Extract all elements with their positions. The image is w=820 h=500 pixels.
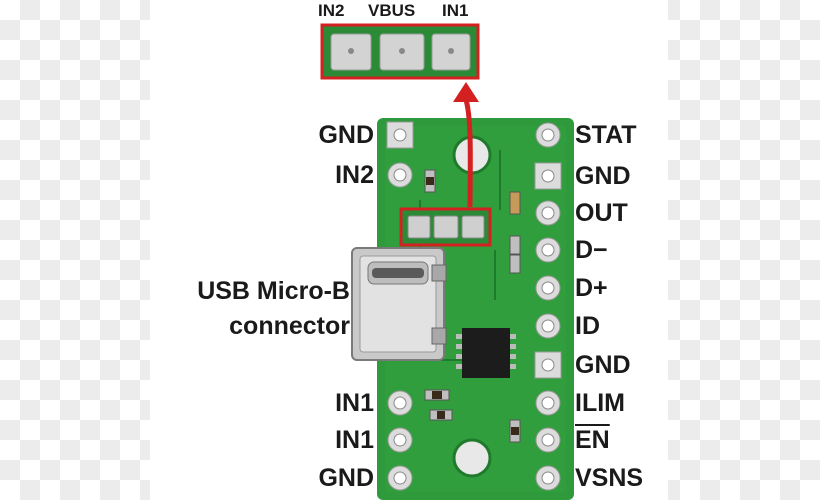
right-pin-label-vsns: VSNS [575,464,644,492]
jumper-label-in2: IN2 [318,1,345,20]
left-pin-label-in1-a: IN1 [335,389,374,417]
left-pin-label-gnd-top: GND [318,121,374,149]
left-pin-label-in1-b: IN1 [335,426,374,454]
connector-label-line1: USB Micro-B [197,277,350,305]
smd-components [424,169,521,443]
jumper-highlight-box [399,207,492,247]
right-pin-label-d-plus: D+ [575,274,608,302]
right-pin-label-id: ID [575,312,600,340]
right-pin-label-gnd-b: GND [575,351,631,379]
right-pin-label-en: EN [575,426,610,454]
jumper-zoom-box [320,23,480,80]
left-pin-pads [386,121,414,491]
right-pin-label-stat: STAT [575,121,637,149]
right-pin-label-gnd-a: GND [575,162,631,190]
right-pin-label-d-minus: D− [575,236,608,264]
jumper-label-in1: IN1 [442,1,469,20]
right-pin-pads [534,122,562,491]
ic-chip-icon [456,328,516,378]
usb-micro-b-connector-icon [351,247,447,361]
left-pin-label-gnd-bottom: GND [318,464,374,492]
arrow-up-icon [453,82,479,208]
left-pin-label-in2: IN2 [335,161,374,189]
connector-label-line2: connector [229,312,350,340]
jumper-label-vbus: VBUS [368,1,416,20]
right-pin-label-ilim: ILIM [575,389,625,417]
right-pin-label-out: OUT [575,199,628,227]
